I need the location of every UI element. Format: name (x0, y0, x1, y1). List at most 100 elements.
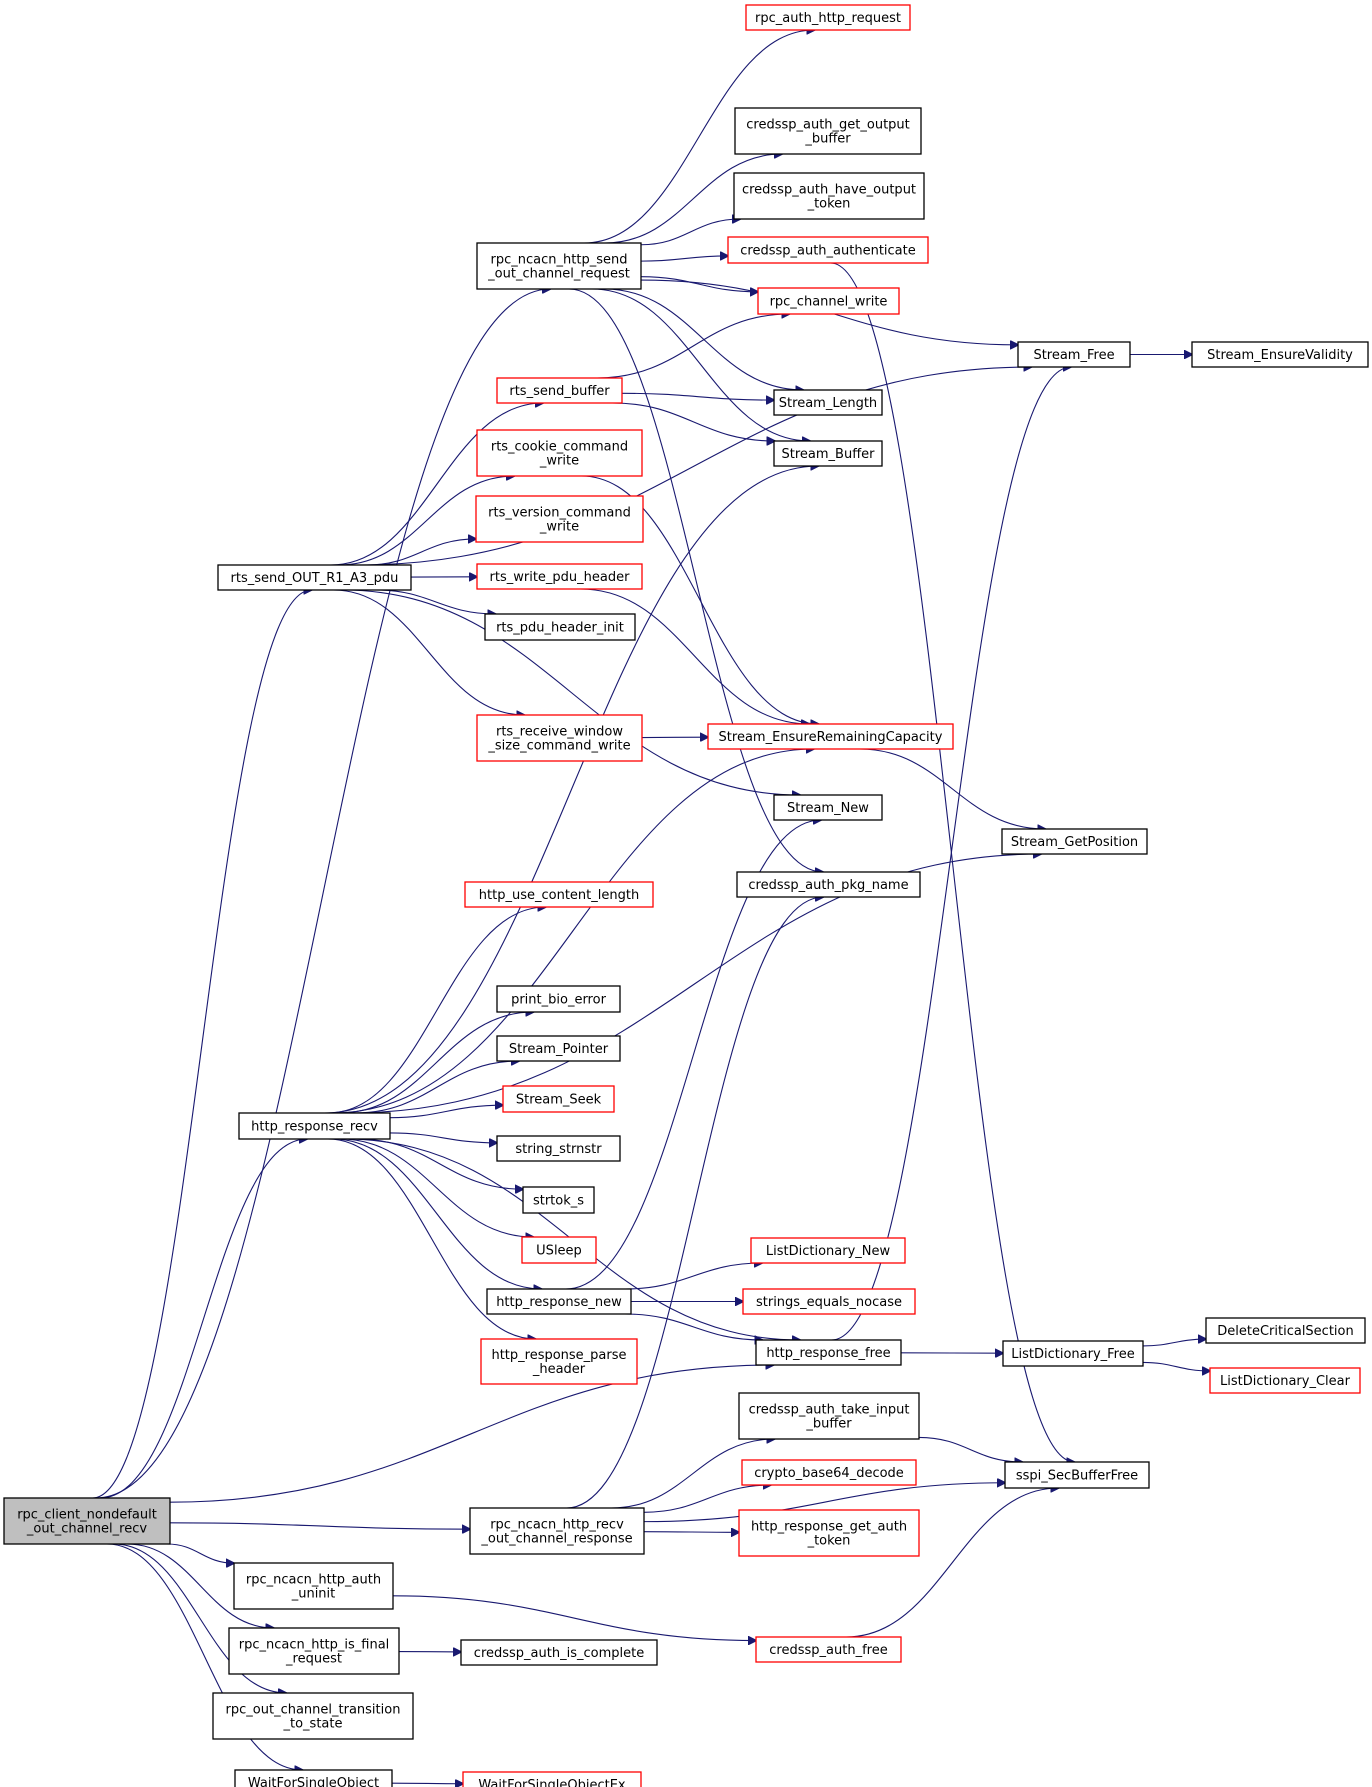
edge-send_ocr-to-cred_have_out (640, 219, 740, 246)
node-send_ocr[interactable]: rpc_ncacn_http_send_out_channel_request (476, 242, 642, 290)
node-print_bio_error[interactable]: print_bio_error (496, 985, 621, 1013)
node-label: http_response_parse (491, 1348, 626, 1363)
edge-http_resp_recv-to-http_resp_new (332, 1138, 542, 1289)
edge-http_resp_recv-to-print_bio_error (339, 1012, 533, 1114)
edge-rts_send_buffer-to-stream_length (621, 392, 774, 400)
node-label: Stream_Free (1033, 348, 1114, 363)
node-strings_eq_nocase[interactable]: strings_equals_nocase (742, 1288, 916, 1315)
edge-root-to-recv_ocr (169, 1522, 470, 1529)
edge-http_resp_recv-to-stream_erc (331, 749, 814, 1114)
node-listdict_free[interactable]: ListDictionary_Free (1002, 1340, 1144, 1367)
node-usleep[interactable]: USleep (521, 1236, 597, 1264)
node-label: _buffer (804, 132, 851, 147)
node-sspi_free[interactable]: sspi_SecBufferFree (1004, 1461, 1150, 1489)
node-cred_take_input[interactable]: credssp_auth_take_input_buffer (738, 1392, 920, 1440)
node-stream_buffer[interactable]: Stream_Buffer (773, 440, 883, 467)
node-http_get_auth[interactable]: http_response_get_auth_token (738, 1509, 920, 1557)
node-http_resp_free[interactable]: http_response_free (755, 1339, 902, 1366)
node-rts_out_r1[interactable]: rts_send_OUT_R1_A3_pdu (217, 564, 412, 591)
node-stream_erc[interactable]: Stream_EnsureRemainingCapacity (707, 723, 954, 750)
node-label: rts_write_pdu_header (490, 570, 631, 585)
node-label: _write (539, 454, 579, 469)
node-box (1004, 1461, 1150, 1489)
node-stream_seek[interactable]: Stream_Seek (502, 1085, 615, 1113)
node-stream_ensure_valid[interactable]: Stream_EnsureValidity (1191, 341, 1369, 368)
node-label: rpc_out_channel_transition (226, 1703, 401, 1718)
node-stream_getpos[interactable]: Stream_GetPosition (1001, 828, 1148, 855)
node-delete_cs[interactable]: DeleteCriticalSection (1205, 1317, 1366, 1344)
node-listdict_clear[interactable]: ListDictionary_Clear (1209, 1367, 1361, 1394)
node-cred_free[interactable]: credssp_auth_free (755, 1636, 902, 1663)
node-box (745, 4, 911, 31)
node-stream_pointer[interactable]: Stream_Pointer (496, 1035, 621, 1062)
node-rts_send_buffer[interactable]: rts_send_buffer (496, 377, 623, 404)
node-label: WaitForSingleObject (248, 1776, 379, 1787)
node-rts_write_hdr[interactable]: rts_write_pdu_header (476, 563, 643, 590)
edge-send_ocr-to-cred_get_out (604, 154, 782, 244)
edge-recv_ocr-to-sspi_free (643, 1483, 1005, 1523)
node-label: rts_cookie_command (491, 440, 628, 455)
edge-rts_out_r1-to-rts_hdr_init (376, 589, 495, 614)
node-box (755, 1636, 902, 1663)
edge-http_resp_recv-to-usleep (340, 1138, 533, 1237)
node-wfso_ex[interactable]: WaitForSingleObjectEx (462, 1771, 642, 1787)
node-label: credssp_auth_pkg_name (748, 878, 908, 893)
node-label: rts_receive_window (496, 725, 623, 740)
node-listdict_new[interactable]: ListDictionary_New (750, 1237, 906, 1264)
node-cred_authenticate[interactable]: credssp_auth_authenticate (727, 236, 929, 264)
node-box (496, 985, 621, 1013)
node-crypto_b64[interactable]: crypto_base64_decode (741, 1459, 917, 1486)
edge-rts_out_r1-to-stream_free (357, 367, 1031, 566)
node-is_final[interactable]: rpc_ncacn_http_is_final_request (228, 1627, 400, 1675)
node-label: _uninit (291, 1587, 336, 1602)
node-cred_have_out[interactable]: credssp_auth_have_output_token (733, 172, 925, 220)
node-http_resp_recv[interactable]: http_response_recv (238, 1112, 391, 1140)
node-rpc_auth_http_request[interactable]: rpc_auth_http_request (745, 4, 911, 31)
node-label: crypto_base64_decode (754, 1466, 904, 1481)
node-label: rts_send_buffer (509, 384, 610, 399)
node-rts_cookie[interactable]: rts_cookie_command_write (476, 429, 643, 477)
edge-send_ocr-to-stream_buffer (591, 288, 810, 441)
node-cred_pkg_name[interactable]: credssp_auth_pkg_name (736, 871, 921, 898)
node-http_parse_hdr[interactable]: http_response_parse_header (480, 1338, 638, 1385)
node-rts_hdr_init[interactable]: rts_pdu_header_init (484, 613, 636, 641)
edge-rts_out_r1-to-rts_cookie (339, 476, 514, 566)
edge-root-to-auth_uninit (167, 1543, 234, 1563)
edge-root-to-http_resp_free (169, 1365, 773, 1503)
node-label: DeleteCriticalSection (1217, 1324, 1353, 1339)
node-strtok_s[interactable]: strtok_s (522, 1186, 595, 1214)
node-cred_get_out[interactable]: credssp_auth_get_output_buffer (734, 107, 922, 155)
node-root[interactable]: rpc_client_nondefault_out_channel_recv (3, 1497, 171, 1545)
node-stream_length[interactable]: Stream_Length (773, 389, 883, 416)
node-stream_new[interactable]: Stream_New (773, 794, 883, 821)
node-box (1002, 1340, 1144, 1367)
node-string_strnstr[interactable]: string_strnstr (496, 1135, 621, 1162)
edge-listdict_free-to-delete_cs (1142, 1339, 1206, 1347)
node-label: Stream_Seek (516, 1093, 602, 1108)
edge-http_resp_recv-to-string_strnstr (389, 1132, 497, 1143)
node-auth_uninit[interactable]: rpc_ncacn_http_auth_uninit (233, 1562, 394, 1610)
node-box (741, 1459, 917, 1486)
edge-root-to-is_final (127, 1543, 274, 1628)
node-label: _size_command_write (487, 739, 630, 754)
node-box (496, 377, 623, 404)
node-label: rts_pdu_header_init (496, 621, 624, 636)
edge-rts_out_r1-to-stream_new (342, 589, 800, 795)
node-label: credssp_auth_authenticate (740, 244, 916, 259)
node-http_use_cl[interactable]: http_use_content_length (464, 881, 654, 908)
edge-http_resp_recv-to-http_use_cl (328, 907, 546, 1114)
node-rts_version[interactable]: rts_version_command_write (475, 495, 644, 543)
node-rpc_channel_write[interactable]: rpc_channel_write (757, 287, 900, 315)
node-label: ListDictionary_Clear (1220, 1374, 1351, 1389)
node-label: _out_channel_request (487, 267, 630, 282)
node-transition[interactable]: rpc_out_channel_transition_to_state (212, 1692, 414, 1740)
node-box (1191, 341, 1369, 368)
node-rts_recv_window[interactable]: rts_receive_window_size_command_write (476, 714, 643, 762)
node-box (738, 1392, 920, 1440)
node-stream_free[interactable]: Stream_Free (1017, 341, 1131, 368)
node-http_resp_new[interactable]: http_response_new (486, 1288, 632, 1315)
node-recv_ocr[interactable]: rpc_ncacn_http_recv_out_channel_response (469, 1507, 645, 1555)
node-label: _token (807, 197, 851, 212)
node-cred_is_complete[interactable]: credssp_auth_is_complete (460, 1639, 658, 1666)
node-wfso[interactable]: WaitForSingleObject (234, 1769, 393, 1787)
